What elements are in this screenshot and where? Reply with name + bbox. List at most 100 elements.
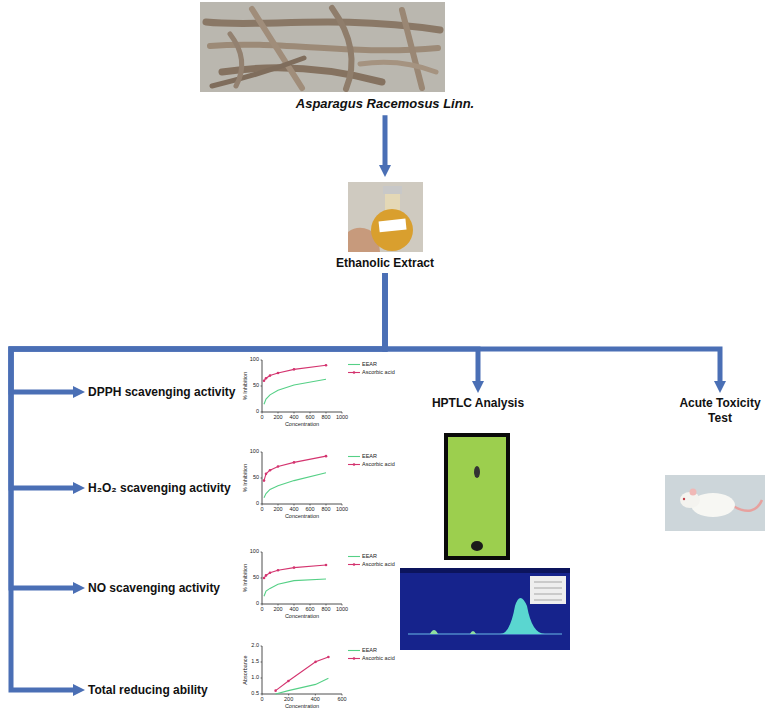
legend-item: Ascorbic acid: [348, 462, 395, 468]
data-line: [264, 565, 326, 578]
legend-text: Ascorbic acid: [362, 462, 395, 468]
mini-chart: [261, 552, 343, 606]
x-tick-label: 600: [337, 697, 346, 703]
data-marker: [263, 479, 266, 482]
y-tick-label: 100: [250, 549, 259, 555]
y-tick-label: 0: [256, 601, 259, 607]
y-tick-label: 1.5: [251, 659, 259, 665]
legend-line: [348, 464, 360, 465]
y-tick-label: 0: [256, 501, 259, 507]
axis-tick: [261, 646, 343, 696]
y-tick-label: 50: [253, 383, 259, 389]
mouse-eye: [683, 498, 685, 500]
table-rule: [534, 582, 562, 600]
flow-arrow: [11, 273, 385, 392]
data-marker: [263, 380, 266, 383]
peak: [500, 598, 545, 634]
legend-text: Ascorbic acid: [362, 562, 395, 568]
x-tick-label: 800: [321, 415, 330, 421]
data-marker: [263, 577, 266, 580]
chart-axis: [262, 360, 342, 412]
assay-label: NO scavenging activity: [88, 581, 220, 596]
x-tick-label: 600: [305, 607, 314, 613]
mini-chart: [261, 452, 343, 506]
x-tick-label: 200: [273, 415, 282, 421]
legend-swatch: [348, 656, 360, 661]
x-tick-label: 0: [260, 697, 263, 703]
x-tick-label: 0: [260, 607, 263, 613]
legend-swatch: [348, 648, 360, 653]
root-piece: [212, 58, 304, 86]
legend-line: [348, 564, 360, 565]
x-tick-label: 600: [305, 415, 314, 421]
y-tick-label: 100: [250, 449, 259, 455]
mouse-photo: [665, 475, 765, 531]
axis-tick: [261, 452, 343, 506]
data-line: [264, 579, 326, 596]
data-marker: [265, 574, 268, 577]
y-tick-label: 0.5: [251, 691, 259, 697]
chromatogram-screen: [400, 568, 570, 650]
plate-surface: [448, 437, 506, 556]
chart-axis: [262, 552, 342, 604]
x-tick-label: 400: [311, 697, 320, 703]
x-tick-label: 200: [284, 697, 293, 703]
legend-swatch: [348, 454, 360, 459]
node-text: HPTLC Analysis: [420, 396, 536, 411]
data-marker: [325, 455, 328, 458]
caption-node: Ethanolic Extract: [305, 180, 465, 271]
legend-line: [348, 456, 360, 457]
node-text: DPPH scavenging activity: [88, 385, 235, 400]
legend-swatch: [348, 462, 360, 467]
x-tick-label: 0: [260, 415, 263, 421]
data-line: [276, 657, 329, 691]
flask-body: [371, 209, 413, 251]
legend-item: EEAR: [348, 362, 377, 368]
data-marker: [277, 372, 280, 375]
data-marker: [293, 368, 296, 371]
x-tick-label: 200: [273, 607, 282, 613]
photo-ground: [665, 475, 765, 531]
assay-label: H₂O₂ scavenging activity: [88, 481, 231, 496]
data-marker: [293, 566, 296, 569]
legend-text: EEAR: [362, 362, 377, 368]
flask-neck: [385, 192, 400, 212]
mini-chart: [261, 646, 343, 696]
flow-arrow: [11, 273, 385, 588]
node-text: Total reducing ability: [88, 683, 208, 698]
flow-arrow: [385, 273, 720, 384]
data-marker: [325, 364, 328, 367]
flow-arrow: [383, 115, 388, 168]
root-piece: [402, 10, 422, 88]
node-text: Asparagus Racemosus Linn.: [258, 96, 512, 112]
legend-marker: [353, 563, 356, 566]
x-tick-label: 800: [321, 507, 330, 513]
legend-swatch: [348, 370, 360, 375]
legend-line: [348, 556, 360, 557]
data-line: [264, 473, 326, 498]
photo-ground: [200, 2, 445, 92]
data-marker: [277, 569, 280, 572]
legend-text: Ascorbic acid: [362, 370, 395, 376]
legend-item: EEAR: [348, 454, 377, 460]
x-axis-title: Concentration: [285, 422, 319, 428]
caption-node: Asparagus Racemosus Linn.: [258, 2, 512, 112]
band-spot: [474, 466, 480, 478]
legend-swatch: [348, 362, 360, 367]
legend-text: EEAR: [362, 648, 377, 654]
analysis-label: HPTLC Analysis: [420, 396, 536, 411]
legend-line: [348, 650, 360, 651]
y-tick-label: 1.0: [251, 675, 259, 681]
data-marker: [269, 374, 272, 377]
root-piece: [210, 45, 438, 51]
x-tick-label: 1000: [336, 415, 348, 421]
node-text: Acute Toxicity Test: [676, 396, 764, 426]
x-tick-label: 400: [289, 607, 298, 613]
data-line: [276, 678, 329, 694]
legend-marker: [353, 463, 356, 466]
screen-ground: [400, 568, 570, 650]
legend-swatch: [348, 562, 360, 567]
mini-chart: [261, 360, 343, 414]
root-piece: [230, 34, 242, 86]
